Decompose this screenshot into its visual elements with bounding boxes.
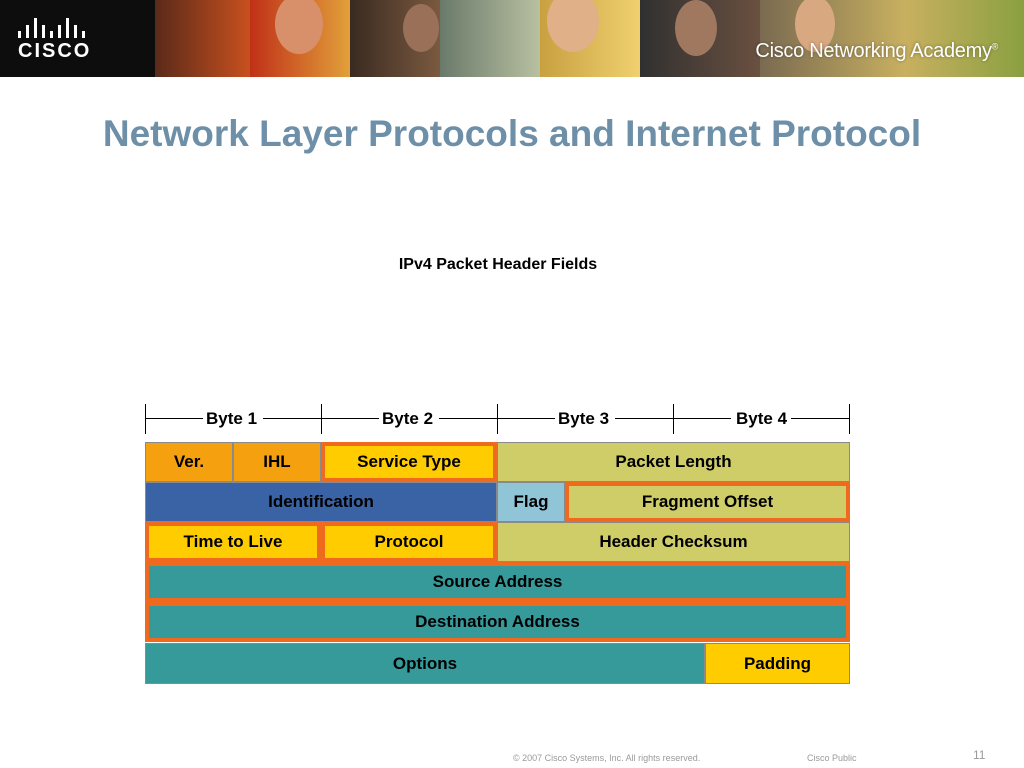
page-number: 11: [973, 748, 986, 762]
field-packet-length: Packet Length: [497, 442, 850, 482]
field-version: Ver.: [145, 442, 233, 482]
byte-ruler: Byte 1 Byte 2 Byte 3 Byte 4: [145, 404, 850, 434]
cisco-bars-icon: [18, 16, 92, 38]
byte-3-label: Byte 3: [555, 409, 613, 429]
slide-title: Network Layer Protocols and Internet Pro…: [102, 113, 922, 154]
cisco-wordmark: CISCO: [18, 40, 92, 62]
footer-classification: Cisco Public: [807, 753, 857, 763]
diagram-title: IPv4 Packet Header Fields: [398, 256, 598, 273]
field-header-checksum: Header Checksum: [497, 522, 850, 562]
banner-photo-strip: [155, 0, 1024, 77]
field-destination-address: Destination Address: [145, 602, 850, 642]
field-padding: Padding: [705, 643, 850, 684]
field-fragment-offset: Fragment Offset: [565, 482, 850, 522]
field-time-to-live: Time to Live: [145, 522, 321, 562]
field-flag: Flag: [497, 482, 565, 522]
field-options: Options: [145, 643, 705, 684]
cisco-logo: CISCO: [18, 16, 118, 62]
field-protocol: Protocol: [321, 522, 497, 562]
logo-area: CISCO: [0, 0, 155, 77]
ipv4-header-grid: Ver. IHL Service Type Packet Length Iden…: [145, 442, 850, 684]
byte-1-label: Byte 1: [203, 409, 261, 429]
field-service-type: Service Type: [321, 442, 497, 482]
field-source-address: Source Address: [145, 562, 850, 602]
banner-brand-text: Cisco Networking Academy®: [755, 40, 998, 62]
field-ihl: IHL: [233, 442, 321, 482]
byte-4-label: Byte 4: [733, 409, 791, 429]
field-identification: Identification: [145, 482, 497, 522]
footer-copyright: © 2007 Cisco Systems, Inc. All rights re…: [513, 753, 701, 763]
byte-2-label: Byte 2: [379, 409, 437, 429]
header-banner: CISCO Cisco Networking Academy®: [0, 0, 1024, 77]
